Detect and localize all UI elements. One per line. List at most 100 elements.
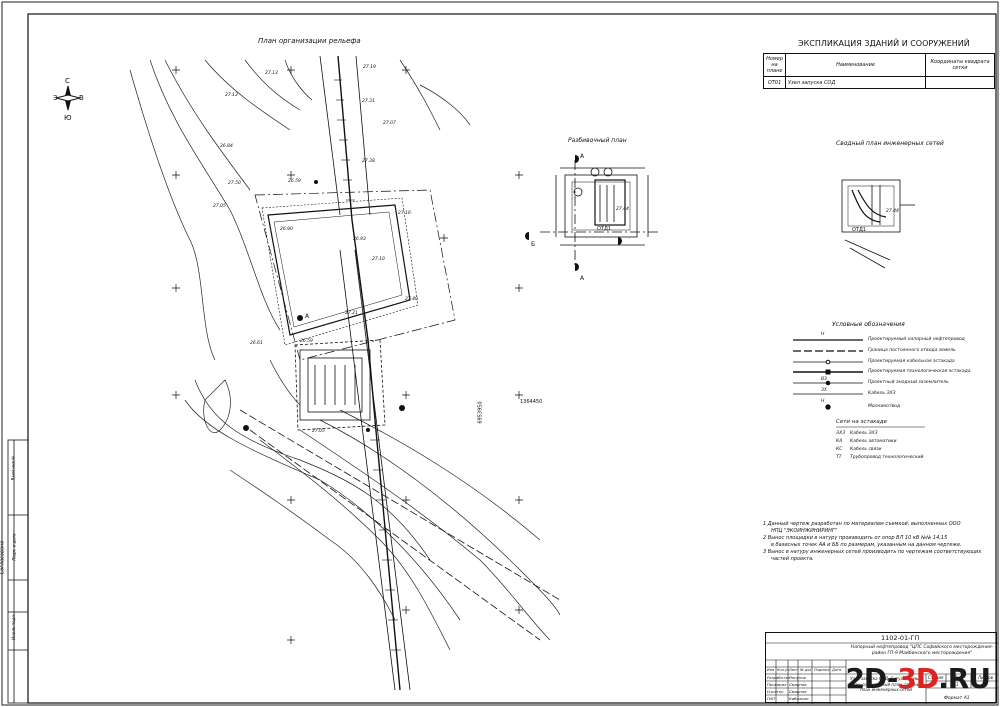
coordinate-label-y: 1364450 [520,399,543,405]
project-name: Напорный нефтепровод "ЦПС Софийского мес… [850,645,994,656]
point-label: А [305,313,310,320]
grid-crosses [172,66,523,644]
staff-name: Ляпунов [789,675,806,680]
elevation: 26.90 [280,227,293,232]
networks-plan-title: Сводный план инженерных сетей [836,140,944,147]
elevation: 27.07 [383,121,396,126]
sheet-format: Формат А1 [944,696,970,701]
staff-name: Кибалкин [789,696,809,701]
note-line: НПЦ "ЭКОИНЖИНИРИНГ" [771,528,837,534]
legend-mark: Н [821,399,825,404]
watermark-part: 2D- [845,662,898,695]
legend-title: Условные обозначения [832,321,905,328]
explication-row: ОТ01 Узел запуска СОД [764,77,994,89]
stage-head: Листов [978,675,993,680]
explication-cell-name: Узел запуска СОД [786,77,926,89]
elevation: 27.19 [363,65,376,70]
elevation: 27.13 [225,93,238,98]
legend: Н Проектируемый напорный нефтепровод Гра… [793,332,993,416]
elevation: 27.50 [228,181,241,186]
coordinate-label-x: 6953950 [477,401,484,424]
side-strip-label: Согласовано [0,540,6,575]
legend-item: Проектируемая технологическая эстакада [868,369,971,374]
explication-header-cell: Номер на плане [764,54,786,76]
explication-header-cell: Координаты квадрата сетки [930,59,990,71]
stamp-head-cell: Дата [832,668,842,672]
title-block: 1102-01-ГП Напорный нефтепровод "ЦПС Соф… [765,632,998,704]
staff-name: Смирнов [789,689,807,694]
pad-outer-boundary [254,189,456,361]
networks-plan [841,179,915,269]
side-strip-label: Взам.инв.№ [10,455,16,481]
elevation: 27.10 [372,257,385,262]
stamp-head-row: Изм Кол.уч Лист № док Подпись Дата [766,668,846,674]
title-block-grid [766,642,998,704]
elevation: 26.59 [288,179,301,184]
pipeline-ticks [334,79,401,651]
elevation: 27.44 [616,207,629,212]
estakada-title: Сети на эстакаде [836,419,887,425]
explication-cell-coords [926,77,994,89]
section-mark-left: Б [531,241,536,248]
legend-item: Проектный анодный заземлитель [868,380,949,385]
compass-east: В [79,94,84,102]
note-line: 2 Вынос площадки в натуру производить от… [763,535,948,541]
legend-item: Молниеотвод [868,404,901,409]
elevation: 26.84 [220,144,233,149]
side-strip-label: Подп. и дата [11,533,17,561]
elevation: 27.40 [405,297,418,302]
estakada-item: Трубопровод технологический [850,455,924,460]
estakada-item: Кабель связи [850,447,882,452]
legend-symbols [793,339,925,428]
legend-mark: Н [821,332,825,337]
elevation: 27.05 [312,429,325,434]
stage-head: Лист [954,675,965,680]
explication-header-row: Номер на плане Наименование Координаты к… [764,54,994,77]
stamp-head-cell: Подпись [814,668,830,672]
estakada-code: КА [836,439,843,444]
stage-value: 1 [956,682,959,687]
staff-name: Смирнов [789,682,807,687]
legend-mark: В3 [821,377,827,382]
pipeline [337,55,401,691]
staff-role: Н.контр. [767,689,784,694]
explication-table: Номер на плане Наименование Координаты к… [763,53,995,89]
relief-plan-title: План организации рельефа [258,37,361,45]
document-code: 1102-01-ГП [881,634,920,642]
stamp-head-cell: № док [800,668,812,672]
legend-item: Граница постоянного отвода земель [868,348,956,353]
legend-item: Проектируемая кабельная эстакада [868,359,955,364]
stamp-head-cell: Изм [767,668,775,672]
side-strip [7,439,29,704]
elevation: 27.44 [886,209,899,214]
stage-head: Стадия [928,675,944,680]
compass-north: С [65,77,70,85]
drawing-notes: 1 Данный чертеж разработан по материалам… [763,521,998,563]
note-line: в базисных точек АА и ББ по размерам, ук… [771,542,962,548]
elevation: 27.13 [265,71,278,76]
elevation: 27.21 [345,311,358,316]
explication-cell-num: ОТ01 [764,77,786,89]
stamp-head-cell: Лист [789,668,798,672]
elevation: 26.59 [300,339,313,344]
elevation: 27.31 [362,99,375,104]
estakada-code: КС [836,447,843,452]
legend-mark: ЗХ [821,388,827,393]
estakada-item: Кабель ЭХЗ [850,431,878,436]
watermark-part: .RU [938,662,991,695]
staff-role: Разработал [767,675,791,680]
estakada-item: Кабель автоматики [850,439,897,444]
terrain-contours [129,59,561,651]
layout-plan-title: Разбивочный план [568,137,627,144]
legend-item: Проектируемый напорный нефтепровод [868,337,965,342]
section-mark-bottom: А [580,275,585,282]
elevation: 26.61 [250,341,263,346]
marker-points [243,180,405,432]
site-pad [261,197,419,346]
elevation: 27.16 [398,211,411,216]
note-line: частей проекта. [771,556,814,562]
layout-plan [540,160,660,265]
explication-header-cell: Наименование [786,54,926,76]
staff-role: ГИП [767,696,775,701]
facility-block [294,339,386,431]
